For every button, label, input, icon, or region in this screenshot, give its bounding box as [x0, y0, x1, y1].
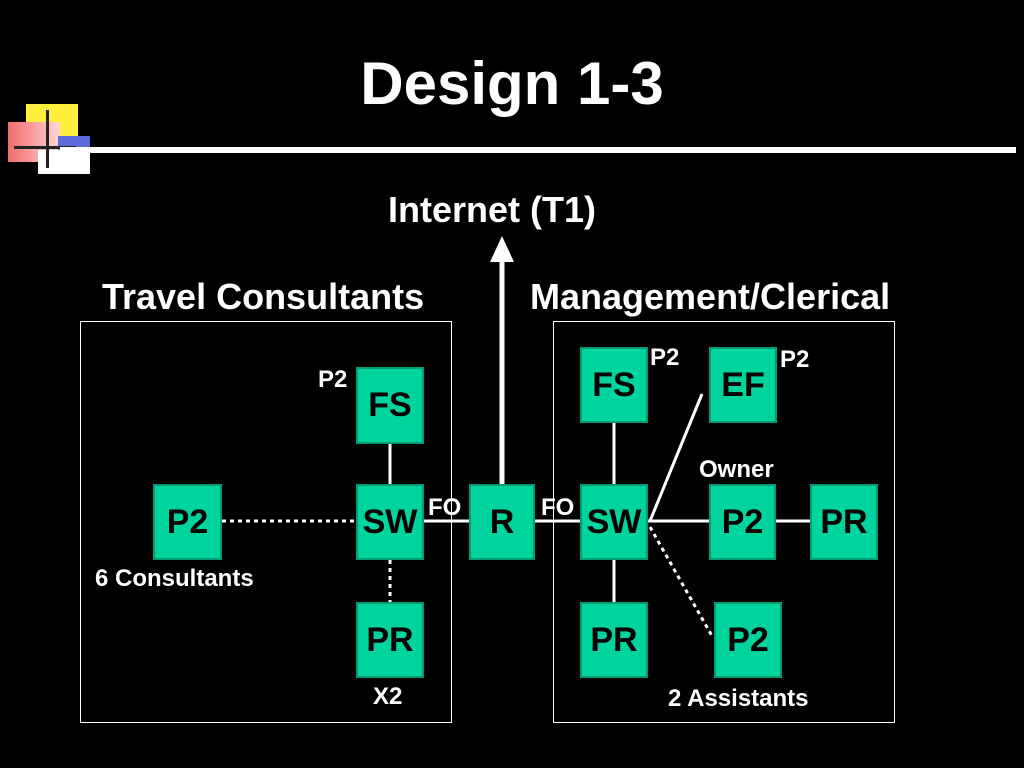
- travel-pr-count-annotation: X2: [373, 683, 403, 710]
- logo-horizontal-line: [14, 146, 76, 149]
- travel-group-label: Travel Consultants: [102, 276, 425, 317]
- mgmt-printer-node: PR: [580, 602, 648, 678]
- fo-right-annotation: FO: [541, 494, 575, 521]
- travel-switch-node: SW: [356, 484, 424, 560]
- fo-left-annotation: FO: [428, 494, 462, 521]
- owner-annotation: Owner: [699, 456, 774, 483]
- title-rule: [60, 147, 1016, 153]
- assistants-count-annotation: 2 Assistants: [668, 685, 809, 712]
- management-group-label: Management/Clerical: [530, 276, 891, 317]
- mgmt-sw-ef-link: [648, 393, 704, 522]
- consultants-count-annotation: 6 Consultants: [95, 565, 254, 592]
- mgmt-file-server-node: FS: [580, 347, 648, 423]
- travel-file-server-node: FS: [356, 367, 424, 444]
- mgmt-owner-printer-node: PR: [810, 484, 878, 560]
- slide-title: Design 1-3: [360, 50, 664, 117]
- mgmt-switch-node: SW: [580, 484, 648, 560]
- travel-workstation-node: P2: [153, 484, 222, 560]
- travel-printer-node: PR: [356, 602, 424, 678]
- mgmt-ef-node: EF: [709, 347, 777, 423]
- travel-fs-p2-annotation: P2: [318, 366, 348, 393]
- logo-vertical-line: [46, 110, 49, 168]
- mgmt-assistant-workstation-node: P2: [714, 602, 782, 678]
- internet-label: Internet (T1): [388, 189, 597, 230]
- mgmt-fs-p2-annotation: P2: [650, 344, 680, 371]
- mgmt-ef-p2-annotation: P2: [780, 346, 810, 373]
- mgmt-sw-p2-assistants-link: [648, 526, 714, 637]
- mgmt-owner-workstation-node: P2: [709, 484, 776, 560]
- router-node: R: [469, 484, 535, 560]
- internet-arrow-head: [490, 236, 514, 262]
